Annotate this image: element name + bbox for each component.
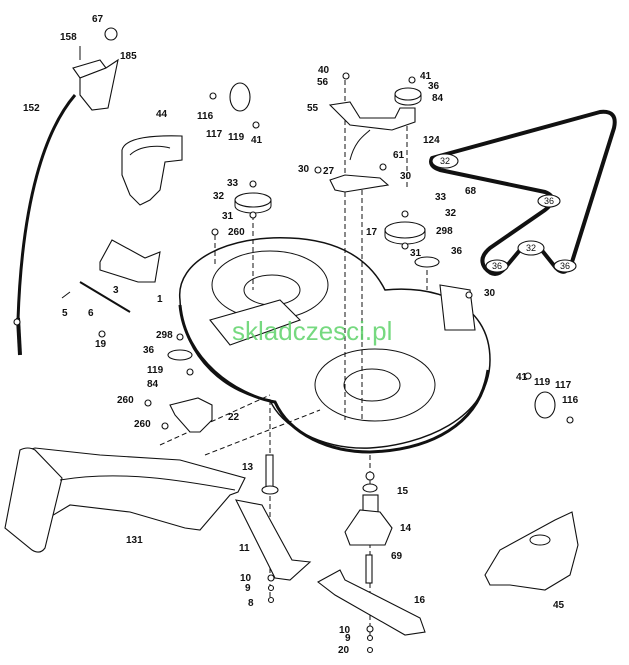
discharge-chute-131 [4, 447, 246, 553]
bracket-22 [169, 397, 213, 433]
cable-152 [16, 94, 77, 321]
belt-pulley-label: 36 [560, 261, 570, 271]
callout: 6 [88, 308, 94, 319]
callout: 44 [156, 109, 168, 120]
callout: 45 [553, 600, 565, 611]
callout: 260 [134, 419, 151, 430]
callout: 19 [95, 339, 107, 350]
callout: 56 [317, 77, 329, 88]
callout: 116 [562, 395, 579, 406]
callout: 119 [228, 132, 245, 143]
callout: 33 [435, 192, 447, 203]
callout: 298 [156, 330, 173, 341]
callout: 30 [400, 171, 412, 182]
watermark: skladczesci.pl [232, 316, 392, 346]
idler-117 [229, 82, 251, 112]
callout: 5 [62, 308, 68, 319]
mulch-cover-45 [484, 511, 579, 591]
callout: 36 [451, 246, 463, 257]
spindle-housing-14 [344, 483, 393, 584]
callout: 31 [410, 248, 422, 259]
callout: 260 [228, 227, 245, 238]
callout: 185 [120, 51, 137, 62]
callout: 84 [432, 93, 444, 104]
callout: 69 [391, 551, 403, 562]
callout: 8 [248, 598, 254, 609]
callout: 117 [206, 129, 223, 140]
callout: 33 [227, 178, 239, 189]
belt-pulley-label: 32 [440, 156, 450, 166]
callout: 20 [338, 645, 350, 656]
callout: 67 [92, 14, 104, 25]
callout: 14 [400, 523, 412, 534]
callout: 68 [465, 186, 477, 197]
blade-16 [316, 569, 426, 636]
belt-pulley-label: 36 [544, 196, 554, 206]
callout: 119 [147, 365, 164, 376]
callout: 41 [251, 135, 263, 146]
belt-pulley-label: 36 [492, 261, 502, 271]
callout: 10 [240, 573, 252, 584]
assembly-lines [159, 80, 428, 640]
callout: 3 [113, 285, 119, 296]
callout: 31 [222, 211, 234, 222]
callout: 9 [245, 583, 251, 594]
height-adjust-bracket [72, 27, 119, 111]
callout: 27 [323, 166, 335, 177]
callout: 32 [445, 208, 457, 219]
callout: 32 [213, 191, 225, 202]
spindle-13 [261, 454, 279, 495]
callout: 61 [393, 150, 405, 161]
callout: 116 [197, 111, 214, 122]
callout: 9 [345, 633, 351, 644]
bracket-3 [99, 239, 161, 283]
callout: 36 [428, 81, 440, 92]
idler-bracket-27 [329, 174, 390, 193]
callout: 13 [242, 462, 254, 473]
callout: 84 [147, 379, 159, 390]
callout: 260 [117, 395, 134, 406]
callout: 158 [60, 32, 77, 43]
blade-11 [235, 499, 312, 581]
callout: 117 [555, 380, 572, 391]
belt-guard-44 [121, 135, 183, 206]
callout: 41 [516, 372, 528, 383]
callout: 124 [423, 135, 440, 146]
callout: 152 [23, 103, 40, 114]
fasteners [98, 72, 574, 654]
idler-arm-55 [328, 101, 416, 131]
callout: 11 [239, 543, 250, 554]
belt-pulley-label: 32 [526, 243, 536, 253]
callout: 131 [126, 535, 143, 546]
callout: 41 [420, 71, 432, 82]
part-callouts: 67 158 185 152 44 116 117 119 41 40 56 4… [23, 14, 579, 656]
callout: 298 [436, 226, 453, 237]
pulleys [167, 82, 556, 419]
callout: 1 [157, 294, 163, 305]
callout: 40 [318, 65, 330, 76]
callout: 119 [534, 377, 551, 388]
callout: 15 [397, 486, 409, 497]
callout: 10 [339, 625, 351, 636]
callout: 30 [484, 288, 496, 299]
knob-67 [104, 27, 118, 41]
callout: 17 [366, 227, 378, 238]
callout: 36 [143, 345, 155, 356]
callout: 22 [228, 412, 240, 423]
mower-deck-1 [178, 237, 491, 454]
callout: 30 [298, 164, 310, 175]
callout: 16 [414, 595, 426, 606]
callout: 55 [307, 103, 319, 114]
belt-pulley-markers: 32 36 32 36 36 [431, 153, 577, 273]
